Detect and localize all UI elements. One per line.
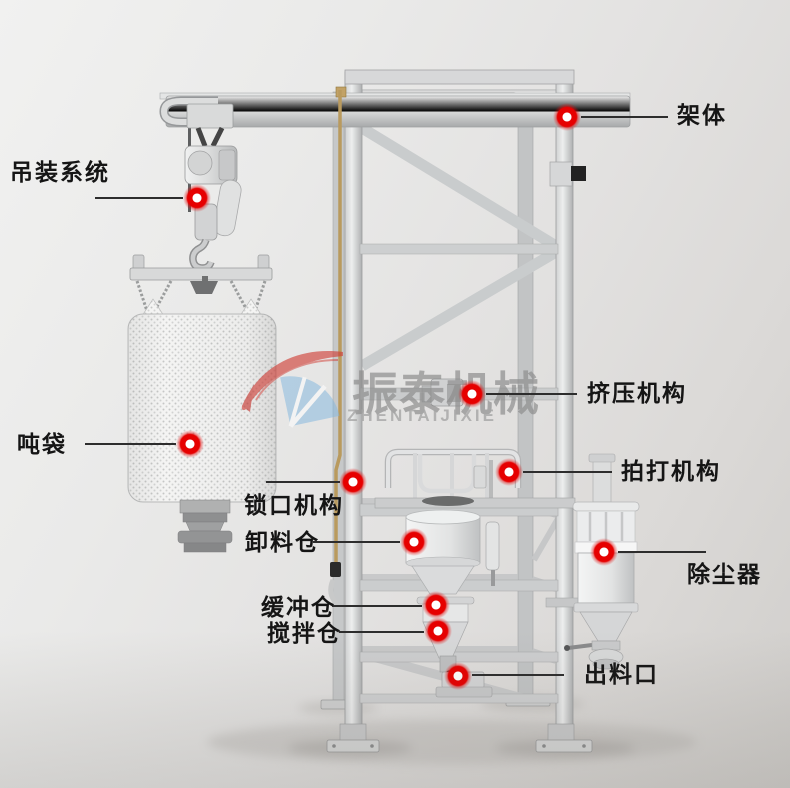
mixing-bin-marker-dot [424,617,452,645]
patting-mechanism-marker-dot [495,458,523,486]
squeeze-mechanism-marker-dot [458,380,486,408]
mixing-bin-label: 搅拌仓 [267,620,342,646]
buffer-bin-marker-dot [422,591,450,619]
discharge-bin-callout-line [313,541,400,543]
dust-collector-marker-dot [590,538,618,566]
dust-collector-label: 除尘器 [687,561,762,587]
discharge-bin-label: 卸料仓 [245,529,320,555]
spreader-bar [129,254,273,315]
discharge-bin [405,509,500,595]
discharge-outlet-label: 出料口 [584,661,659,687]
hoist [184,103,242,272]
discharge-outlet-marker-dot [444,662,472,690]
patting-mechanism-label: 拍打机构 [621,458,721,484]
lock-mechanism-callout-line [266,481,340,483]
hoisting-system-marker-dot [183,184,211,212]
frame-callout-line [581,116,668,118]
buffer-bin-label: 缓冲仓 [261,594,336,620]
hoisting-system-callout-line [95,197,183,199]
hoisting-system-label: 吊装系统 [10,159,110,185]
ton-bag-callout-line [85,443,176,445]
squeeze-mechanism-label: 挤压机构 [587,380,687,406]
lock-mechanism-marker-dot [339,468,367,496]
pneumatic-cylinder [485,521,500,586]
platform-railing [374,448,576,509]
discharge-outlet-callout-line [472,674,564,676]
dust-collector-callout-line [618,551,706,553]
mixing-bin-callout-line [339,631,424,633]
buffer-bin-callout-line [332,605,422,607]
ton-bag-label: 吨袋 [17,431,67,457]
bag-spout [177,499,233,553]
frame-label: 架体 [677,102,727,128]
lock-rod [328,90,342,606]
cantilever-beam [159,86,631,128]
ton-bag [127,298,277,553]
lock-mechanism-label: 锁口机构 [244,492,344,518]
frame-foot [326,723,593,753]
frame-marker-dot [553,103,581,131]
squeeze-mechanism [421,378,464,407]
discharge-bin-marker-dot [400,528,428,556]
ton-bag-marker-dot [176,430,204,458]
patting-mechanism-callout-line [523,471,612,473]
hook [189,238,215,272]
squeeze-mechanism-callout-line [486,393,577,395]
